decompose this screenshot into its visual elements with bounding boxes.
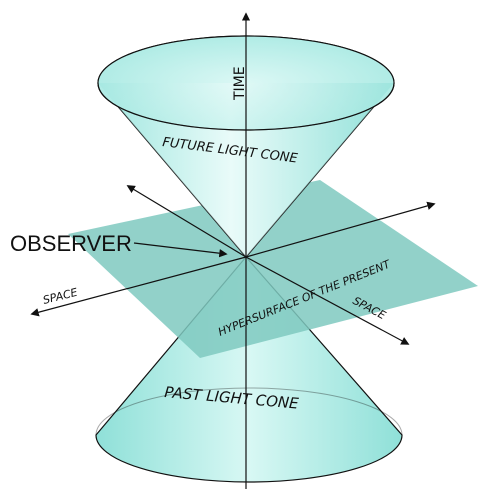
space-left-label: SPACE [42,286,79,307]
observer-label: OBSERVER [10,231,132,256]
space-axis-1 [126,185,247,258]
past-light-cone [95,256,403,483]
space-axis-2b [30,256,247,317]
time-label: TIME [232,66,248,101]
space-axis-1b [245,256,410,345]
hypersurface-plane [68,180,478,358]
space-axis-2 [245,201,436,258]
observer-pointer [133,242,228,258]
